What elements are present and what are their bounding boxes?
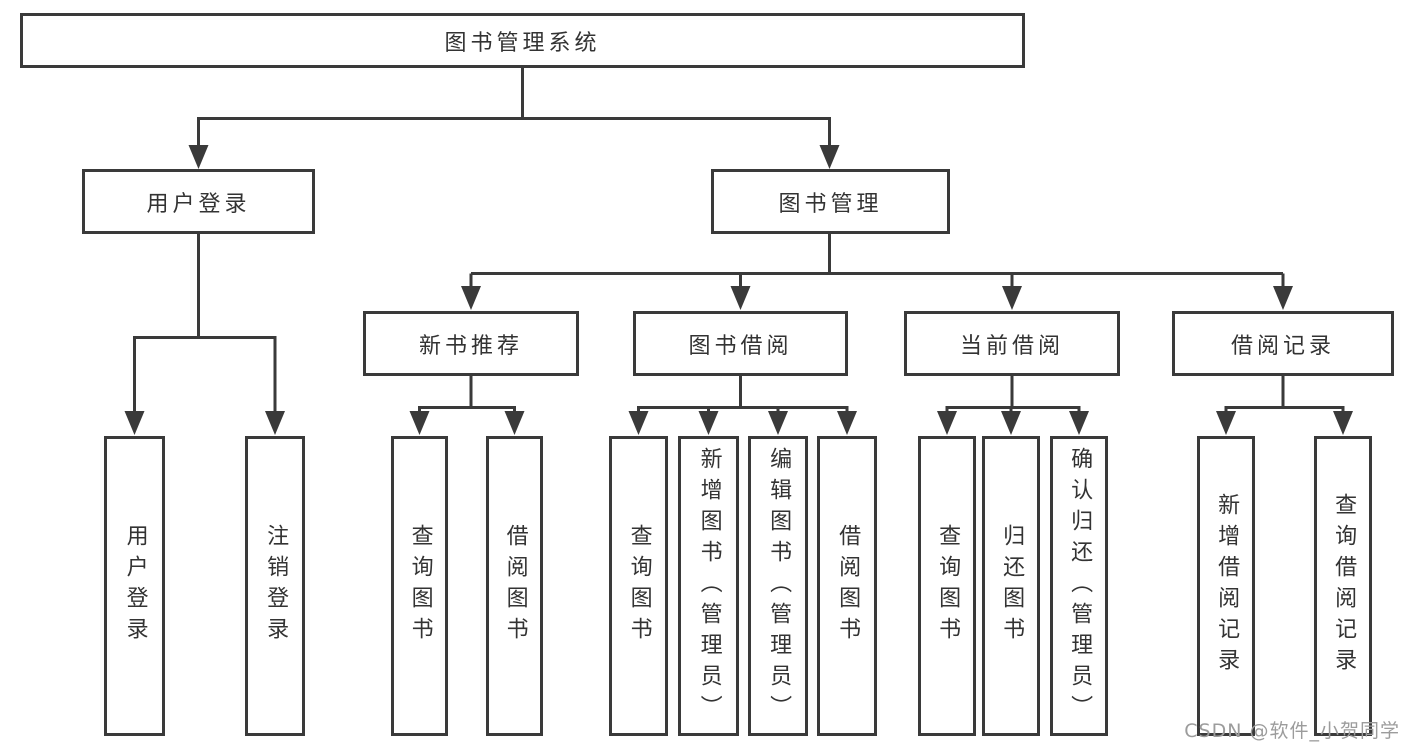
connector-segments	[133, 67, 1345, 412]
leaf-edit-book-admin: 编辑图书（管理员）	[748, 436, 808, 736]
node-book-borrowing: 图书借阅	[633, 311, 848, 376]
leaf-add-borrow-record: 新增借阅记录	[1197, 436, 1255, 736]
leaf-query-books-current: 查询图书	[918, 436, 976, 736]
leaf-user-login-label: 用户登录	[122, 524, 148, 648]
leaf-confirm-return-admin: 确认归还（管理员）	[1050, 436, 1108, 736]
node-borrowing-records-label: 借阅记录	[1230, 333, 1335, 359]
leaf-logout: 注销登录	[245, 436, 305, 736]
leaf-query-books-borrow-label: 查询图书	[626, 524, 652, 648]
node-book-management: 图书管理	[711, 169, 950, 234]
leaf-add-borrow-record-label: 新增借阅记录	[1214, 493, 1240, 679]
node-borrowing-records: 借阅记录	[1172, 311, 1394, 376]
node-book-borrowing-label: 图书借阅	[688, 333, 793, 359]
leaf-query-borrow-record: 查询借阅记录	[1314, 436, 1372, 736]
leaf-borrow-books-borrow-label: 借阅图书	[835, 524, 861, 648]
arrowheads	[124, 145, 1353, 435]
watermark: CSDN @软件_小贺同学	[1184, 720, 1400, 742]
leaf-query-books-current-label: 查询图书	[935, 524, 961, 648]
leaf-query-books-borrow: 查询图书	[609, 436, 668, 736]
leaf-return-books: 归还图书	[982, 436, 1040, 736]
leaf-borrow-books-recommend-label: 借阅图书	[502, 524, 528, 648]
leaf-add-book-admin: 新增图书（管理员）	[678, 436, 739, 736]
leaf-edit-book-admin-label: 编辑图书（管理员）	[766, 446, 792, 726]
leaf-query-books-recommend: 查询图书	[391, 436, 448, 736]
node-current-borrowing: 当前借阅	[904, 311, 1120, 376]
leaf-query-books-recommend-label: 查询图书	[407, 524, 433, 648]
node-book-management-label: 图书管理	[778, 191, 883, 217]
node-user-login-label: 用户登录	[146, 191, 251, 217]
leaf-borrow-books-recommend: 借阅图书	[486, 436, 543, 736]
node-new-book-recommendation: 新书推荐	[363, 311, 579, 376]
leaf-return-books-label: 归还图书	[999, 524, 1025, 648]
leaf-add-book-admin-label: 新增图书（管理员）	[696, 446, 722, 726]
node-current-borrowing-label: 当前借阅	[959, 333, 1064, 359]
leaf-query-borrow-record-label: 查询借阅记录	[1331, 493, 1357, 679]
leaf-borrow-books-borrow: 借阅图书	[817, 436, 877, 736]
leaf-confirm-return-admin-label: 确认归还（管理员）	[1067, 446, 1093, 726]
leaf-logout-label: 注销登录	[263, 524, 289, 648]
node-root: 图书管理系统	[20, 13, 1025, 68]
node-root-label: 图书管理系统	[444, 30, 601, 56]
leaf-user-login: 用户登录	[104, 436, 165, 736]
node-user-login: 用户登录	[82, 169, 315, 234]
node-new-book-recommendation-label: 新书推荐	[418, 333, 523, 359]
